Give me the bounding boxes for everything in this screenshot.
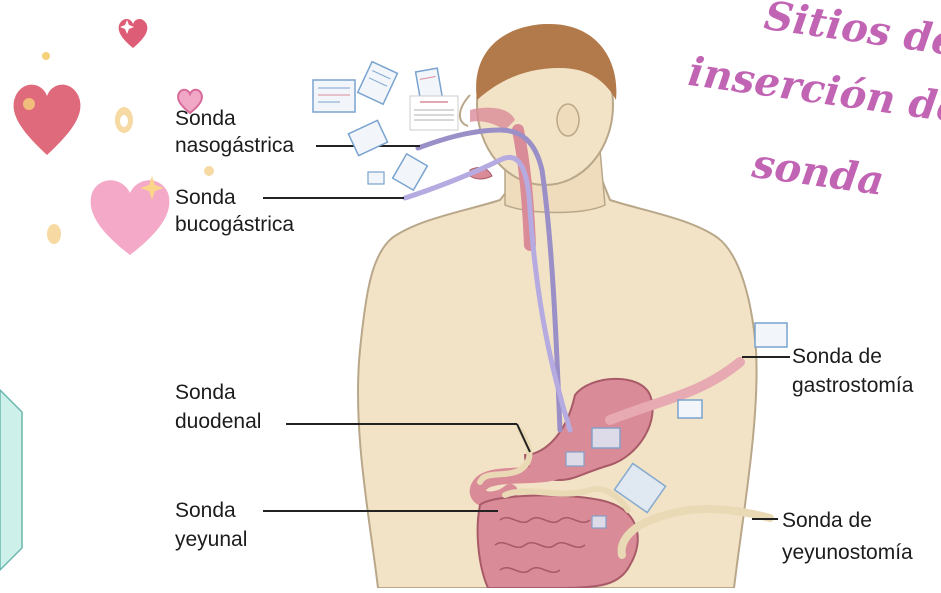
page-title-line-3: sonda [749, 140, 886, 205]
page-title-line-1: Sitios de [761, 0, 941, 66]
page-title-line-2: inserción de [685, 48, 941, 133]
